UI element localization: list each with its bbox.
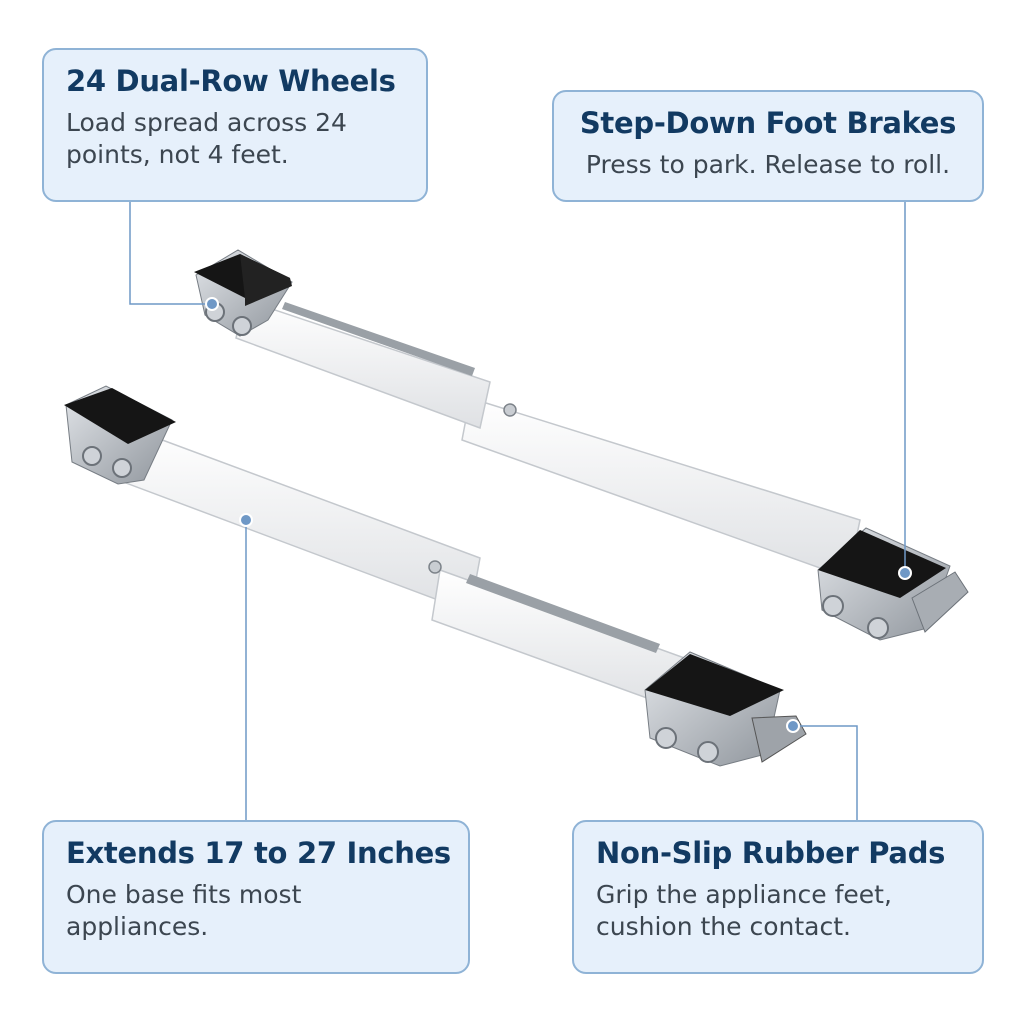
callout-body: Load spread across 24 points, not 4 feet…	[66, 107, 347, 170]
rear-extendable-rail	[194, 249, 969, 641]
dot-wheels	[205, 297, 219, 311]
wheel	[822, 595, 844, 617]
leader-dots	[205, 297, 912, 733]
rubber-pad	[818, 530, 946, 598]
adjustment-bolt	[503, 403, 517, 417]
callout-title: Non-Slip Rubber Pads	[596, 836, 946, 870]
callout-body: Grip the appliance feet, cushion the con…	[596, 879, 892, 942]
leader-wheels	[129, 202, 212, 305]
leader-lines	[129, 202, 906, 820]
dot-brakes	[898, 566, 912, 580]
leader-pads	[793, 725, 858, 820]
wheel	[697, 741, 719, 763]
adjustment-bolt	[428, 560, 442, 574]
front-extendable-rail	[64, 385, 807, 767]
callout-title: Extends 17 to 27 Inches	[66, 836, 451, 870]
wheel	[655, 727, 677, 749]
callout-body: One base fits most appliances.	[66, 879, 302, 942]
callout-extends-length: Extends 17 to 27 Inches One base fits mo…	[42, 820, 470, 974]
dot-pads	[786, 719, 800, 733]
wheel	[82, 446, 102, 466]
wheel	[867, 617, 889, 639]
foot-brake-lever	[911, 571, 969, 633]
rubber-pad	[64, 388, 176, 444]
callout-body: Press to park. Release to roll.	[585, 149, 951, 179]
callout-title: 24 Dual-Row Wheels	[66, 64, 396, 98]
callout-title: Step-Down Foot Brakes	[579, 106, 957, 140]
wheel	[232, 316, 252, 336]
callout-foot-brakes: Step-Down Foot Brakes Press to park. Rel…	[552, 90, 984, 202]
rubber-pad	[645, 654, 784, 716]
wheel	[112, 458, 132, 478]
callout-rubber-pads: Non-Slip Rubber Pads Grip the appliance …	[572, 820, 984, 974]
callout-dual-row-wheels: 24 Dual-Row Wheels Load spread across 24…	[42, 48, 428, 202]
dot-extends	[239, 513, 253, 527]
